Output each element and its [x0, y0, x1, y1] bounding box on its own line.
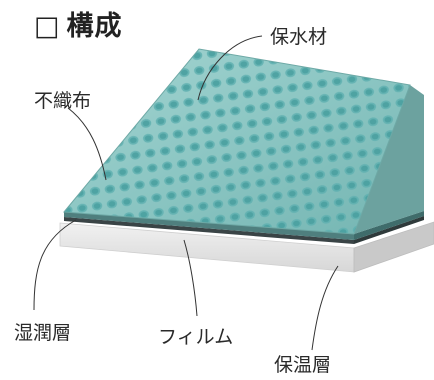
leader-insulation-layer: [311, 265, 339, 351]
nonwoven-sheet-shape: [62, 48, 424, 235]
film-layer-shape: [64, 216, 424, 244]
label-film: フィルム: [158, 326, 234, 348]
leader-moist-layer: [33, 219, 77, 311]
moist-layer-shape: [64, 211, 424, 240]
label-water-retaining: 保水材: [270, 26, 328, 48]
leader-lines: [33, 35, 339, 351]
leader-nonwoven: [67, 107, 107, 181]
label-moist-layer: 湿潤層: [14, 322, 72, 344]
leader-film: [183, 239, 198, 317]
leader-water-retaining: [197, 35, 263, 101]
insulation-layer-shape: [59, 221, 434, 273]
section-title: □構成: [34, 4, 123, 43]
label-nonwoven: 不織布: [34, 90, 92, 112]
label-insulation-layer: 保温層: [274, 354, 332, 376]
checkbox-square-icon: □: [34, 11, 61, 42]
title-text: 構成: [66, 11, 123, 42]
